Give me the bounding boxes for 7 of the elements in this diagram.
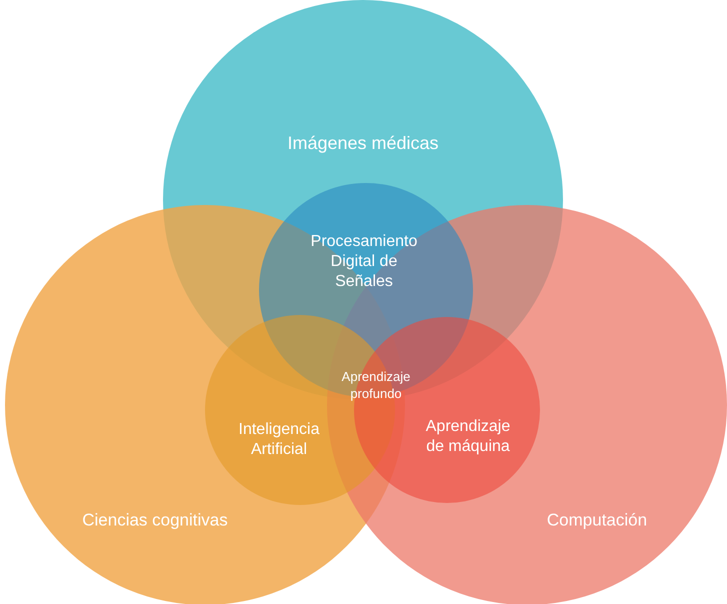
circle-label: Ciencias cognitivas xyxy=(81,509,229,531)
overlap-label: Aprendizaje profundo xyxy=(340,369,412,403)
circle-label: Computación xyxy=(546,509,648,531)
circle-label: Aprendizaje de máquina xyxy=(424,417,512,457)
circle-label: Procesamiento Digital de Señales xyxy=(310,232,418,292)
circle-label: Imágenes médicas xyxy=(286,132,440,154)
circle-label: Inteligencia Artificial xyxy=(238,420,320,460)
